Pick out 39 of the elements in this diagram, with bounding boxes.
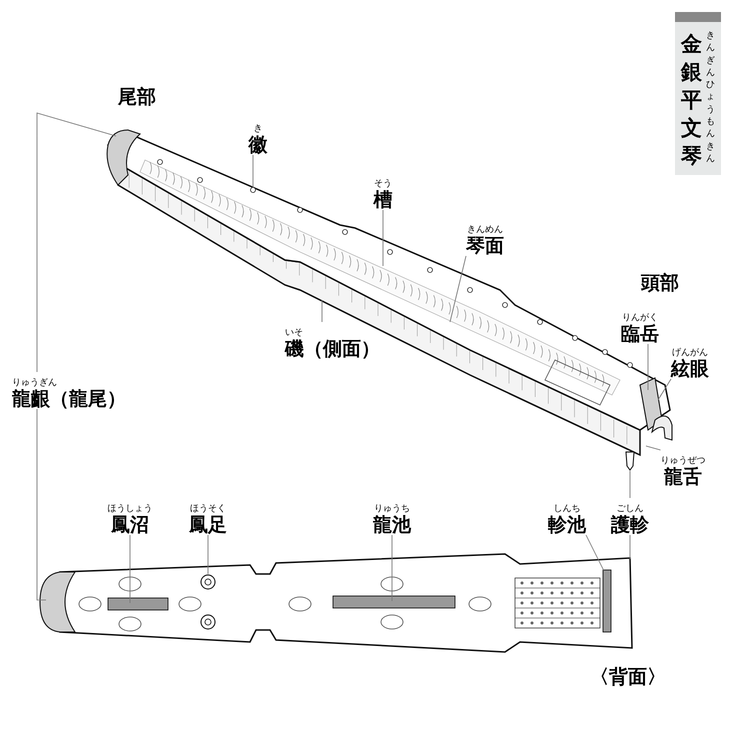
leader-line [586,534,604,572]
furigana: しんち [554,505,580,514]
leader-line [36,408,46,600]
furigana: ごしん [616,505,644,514]
section-label: 尾部 [118,88,156,107]
part-name: 槽 [374,191,392,210]
furigana: りゅうぎん [12,379,57,388]
part-name: 軫池 [548,516,586,535]
furigana: りんがく [622,314,658,323]
leader-line [450,256,466,322]
part-name: 護軫 [611,516,649,535]
leader-line [658,378,672,400]
furigana: りゅうち [374,505,410,514]
title: 金銀平文琴 [681,30,703,170]
furigana: ほうそく [190,505,226,514]
part-name: 龍齦（龍尾） [12,390,126,409]
part-name: 琴面 [466,237,504,256]
part-name: 磯（側面） [285,340,380,359]
part-name: 鳳足 [189,516,227,535]
furigana: げんがん [672,349,708,358]
part-name: 臨岳 [621,325,659,344]
furigana: そう [374,180,392,189]
section-label: 頭部 [641,274,679,293]
furigana: き [254,125,262,134]
part-name: 徽 [248,136,268,155]
title-furigana: きんぎんひょうもんきん [706,30,716,166]
furigana: いそ [285,329,303,338]
furigana: ほうしょう [108,505,152,514]
part-name: 龍池 [373,516,411,535]
part-name: 龍舌 [664,468,702,487]
leader-line [252,154,254,188]
leader-line [646,446,661,450]
leader-line [382,210,384,266]
view-caption: 〈背面〉 [590,668,666,687]
part-name: 絃眼 [671,360,709,379]
leader-line [36,112,116,372]
part-name: 鳳沼 [111,516,149,535]
furigana: りゅうぜつ [660,457,706,466]
furigana: きんめん [467,226,503,235]
